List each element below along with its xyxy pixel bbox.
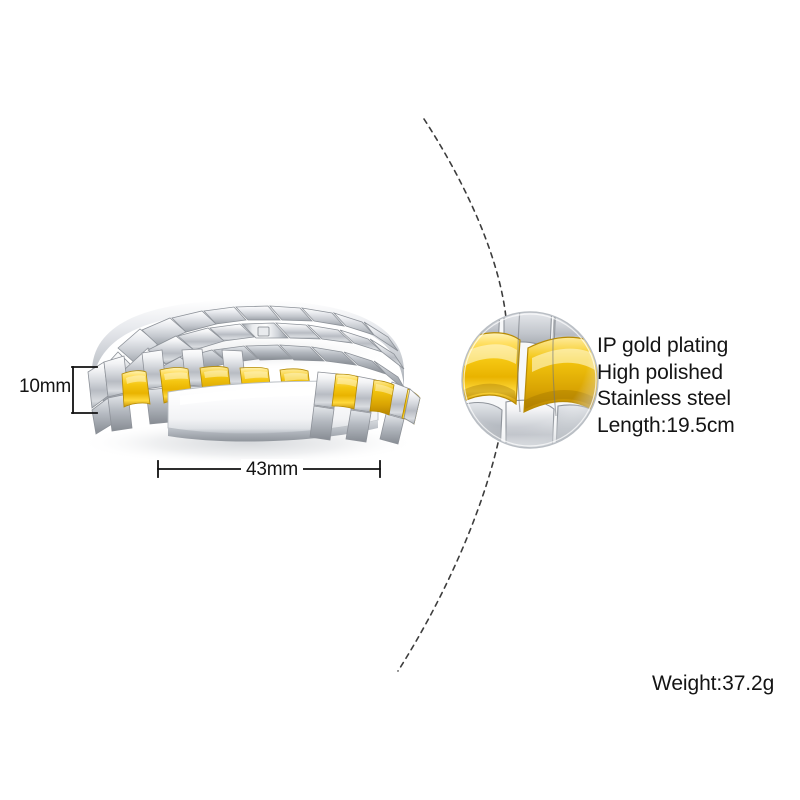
dimension-10mm xyxy=(71,366,98,414)
id-plate xyxy=(167,380,379,442)
dimension-label-width: 10mm xyxy=(19,376,71,397)
spec-line-stainless-steel: Stainless steel xyxy=(597,387,731,410)
bracelet-back-links xyxy=(92,300,407,413)
spec-line-ip-gold-plating: IP gold plating xyxy=(597,334,729,357)
spec-line-length: Length:19.5cm xyxy=(597,413,735,437)
specification-text-block: IP gold plating High polished Stainless … xyxy=(597,333,797,439)
weight-label: Weight:37.2g xyxy=(652,672,775,695)
dimension-label-length: 43mm xyxy=(241,459,303,481)
bracelet-shadow xyxy=(78,334,418,465)
spec-line-high-polished: High polished xyxy=(597,360,723,384)
detail-magnifier-circle xyxy=(461,311,599,449)
callout-leader-curve xyxy=(397,118,507,672)
bracelet-illustration xyxy=(87,300,421,445)
bracelet-front-links xyxy=(87,348,421,445)
